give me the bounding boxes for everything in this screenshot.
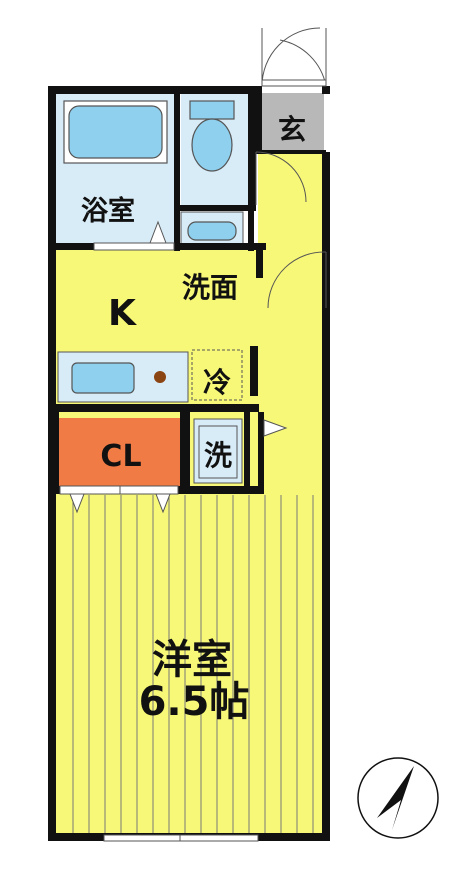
entrance-label: 玄 [278,113,306,146]
toilet-bowl [191,118,233,172]
bathroom-label: 浴室 [81,195,135,227]
western-room-size: 6.5帖 [139,679,250,725]
refrigerator-space [191,349,243,401]
doors [59,27,327,842]
washer-label: 洗 [204,439,232,472]
floorboard-lines [72,495,314,835]
stove-burner-icon [154,371,166,383]
washbasin-bowl [187,221,237,241]
closet-floor [58,418,180,488]
refrigerator-label: 冷 [203,366,231,399]
entrance-tile [262,93,324,153]
western-room-label: 洋室 [152,637,232,683]
washer-space-outer [193,418,243,484]
entrance-hall-floor [258,152,326,252]
kitchen-sink [71,362,135,394]
bathtub-inner [68,105,163,159]
closet-label: CL [100,439,141,474]
washer-space-inner [198,425,238,479]
kitchen-label: K [108,293,137,334]
compass-icon [357,757,439,839]
toilet-tank [189,100,235,120]
washroom-label: 洗面 [182,271,238,304]
